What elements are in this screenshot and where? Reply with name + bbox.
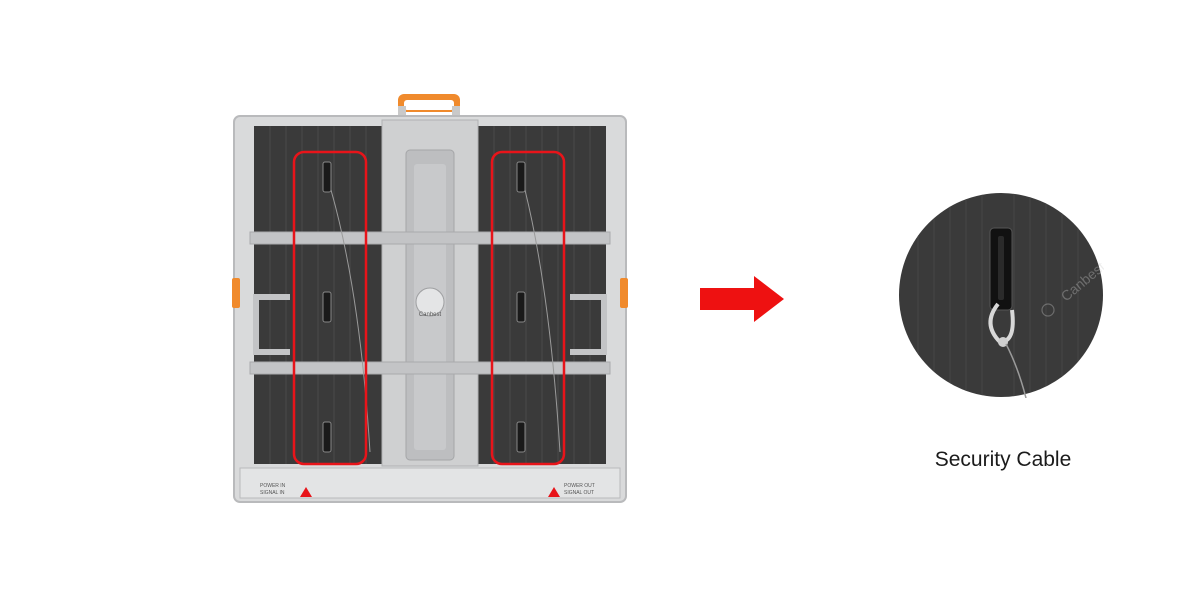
warning-icon: [548, 487, 560, 497]
led-cabinet-rear-view: Canbest POWER IN SIGNAL IN POWER OUT SIG…: [232, 94, 628, 503]
cabinet-brand-label: Canbest: [419, 312, 442, 318]
port-label-power-in: POWER IN: [260, 483, 286, 489]
arrow-right-icon: [700, 276, 784, 322]
warning-icon: [300, 487, 312, 497]
highlight-box-left: [292, 150, 368, 466]
caption-security-cable: Security Cable: [934, 448, 1072, 471]
port-label-signal-in: SIGNAL IN: [260, 490, 285, 496]
security-cable-closeup: Canbest: [899, 193, 1104, 398]
port-label-power-out: POWER OUT: [564, 483, 595, 489]
highlight-box-right: [490, 150, 566, 466]
sun-logo-icon: [1041, 303, 1055, 317]
port-label-signal-out: SIGNAL OUT: [564, 490, 594, 496]
